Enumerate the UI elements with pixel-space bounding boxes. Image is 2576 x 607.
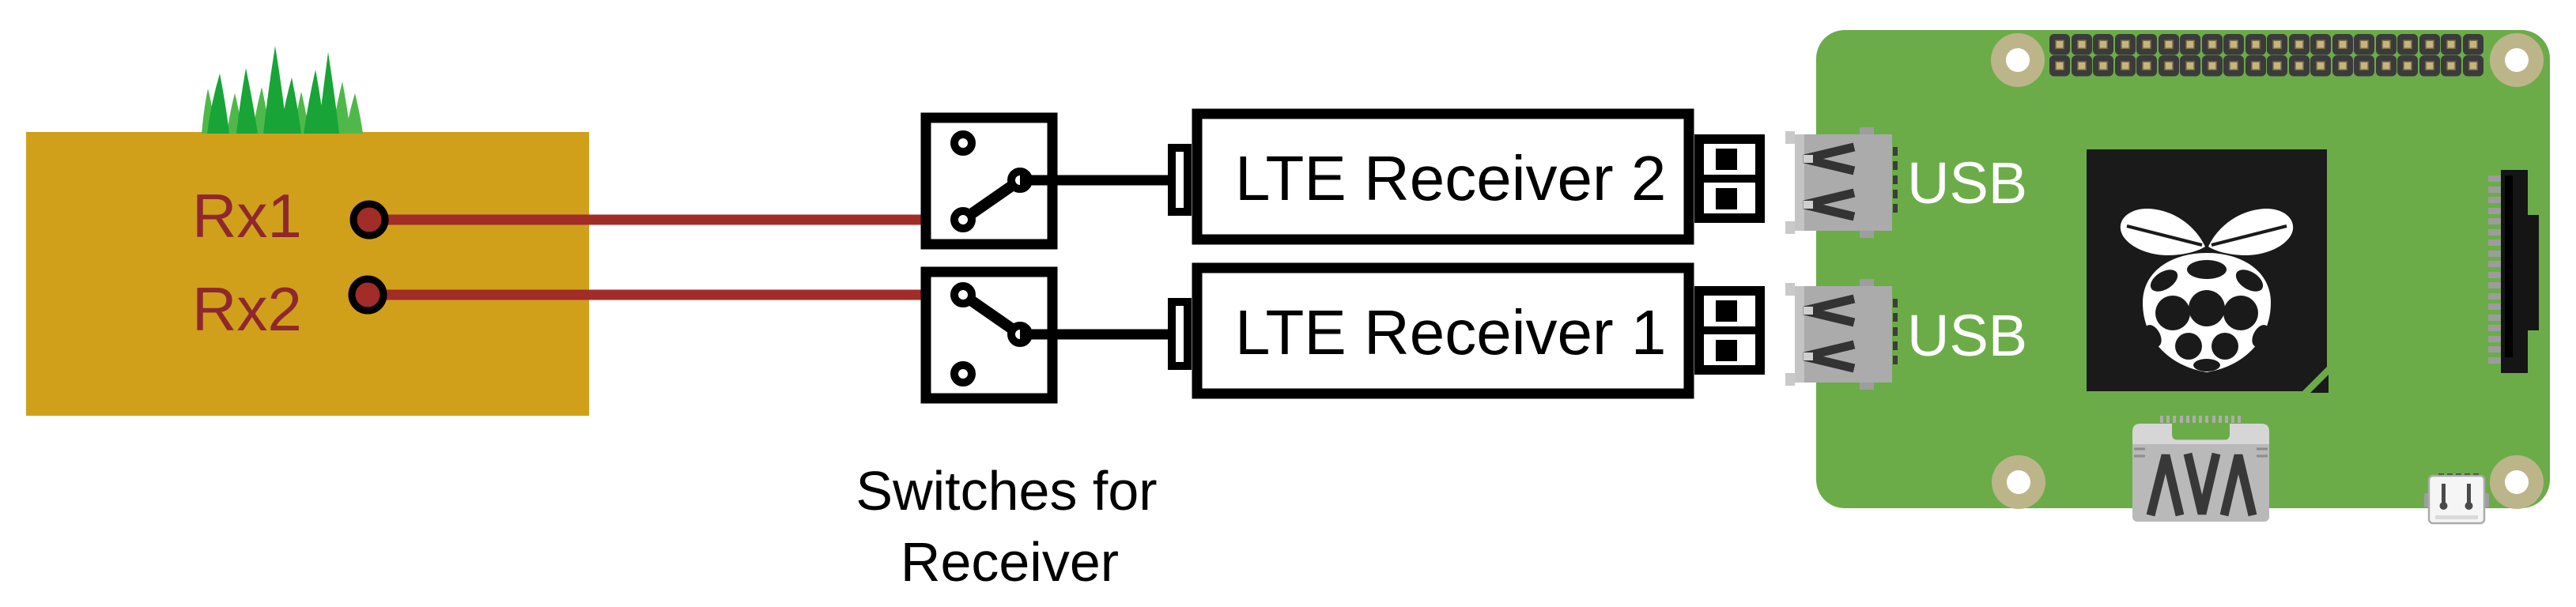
- switch1-open-contact: [950, 130, 976, 156]
- pi-mounting-hole-bottom-right: [2490, 455, 2544, 509]
- pi-hdmi-port: [2132, 416, 2269, 522]
- soil-block: [26, 132, 589, 416]
- usb-label-bottom: USB: [1907, 303, 2027, 368]
- receiver1-usb-contact-top: [1716, 300, 1737, 322]
- lte-receiver-1: LTE Receiver 1: [1168, 262, 1765, 399]
- pi-mounting-hole-bottom-left: [1992, 455, 2045, 509]
- receiver1-antenna-connector: [1168, 298, 1192, 370]
- grass-icon: [202, 46, 363, 134]
- switches-caption-line2: Receiver: [901, 531, 1119, 593]
- receiver1-usb-contact-bottom: [1716, 340, 1737, 361]
- pi-micro-usb-port: [2424, 473, 2489, 525]
- rx2-label: Rx2: [192, 274, 302, 344]
- usb-label-top: USB: [1907, 150, 2027, 216]
- rx1-label: Rx1: [192, 181, 302, 251]
- raspberry-pi-board: USB USB: [1785, 30, 2550, 525]
- raspberry-pi-logo-icon: [2120, 208, 2294, 372]
- lte-receiver-2: LTE Receiver 2: [1168, 108, 1765, 245]
- receiver1-body: [1192, 262, 1694, 399]
- rx2-terminal: [348, 275, 387, 315]
- switch2-common-contact: [950, 282, 976, 307]
- switches-caption-line1: Switches for: [856, 460, 1157, 522]
- switch2-open-contact: [950, 361, 976, 386]
- receiver1-label: LTE Receiver 1: [1235, 297, 1666, 368]
- receiver2-antenna-connector: [1168, 144, 1192, 216]
- receiver2-usb-contact-top: [1716, 149, 1737, 170]
- pi-mounting-hole-top-left: [1991, 33, 2045, 87]
- receiver2-body: [1192, 108, 1694, 245]
- pi-usb-port-top: [1785, 127, 1898, 238]
- pi-display-connector: [2488, 170, 2539, 373]
- receiver2-label: LTE Receiver 2: [1235, 143, 1666, 213]
- rx1-terminal: [349, 200, 389, 239]
- pi-usb-port-bottom: [1785, 279, 1898, 390]
- receiver2-usb-contact-bottom: [1716, 188, 1737, 209]
- pi-mounting-hole-top-right: [2490, 33, 2544, 87]
- switch1-common-contact: [950, 207, 976, 232]
- soil-rect: [26, 132, 589, 416]
